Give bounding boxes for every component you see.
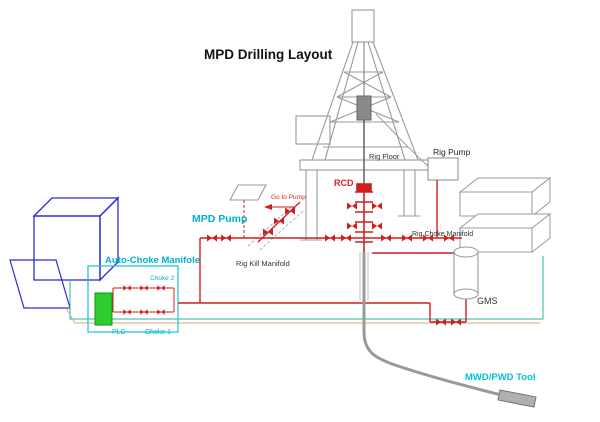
valve-icon	[372, 222, 382, 230]
mwd-tool-body	[497, 389, 537, 408]
valve-icon	[221, 234, 231, 242]
valve-icon	[436, 318, 446, 326]
valve-icon	[325, 234, 335, 242]
valve-icon	[451, 318, 461, 326]
valve-icon	[263, 228, 273, 236]
derrick-structure	[295, 9, 431, 241]
valve-icon	[274, 217, 284, 225]
rig-choke-manifold-label: Rig Choke Manifold	[412, 231, 474, 238]
left-data-panel	[9, 259, 71, 309]
left-equipment-box	[32, 196, 120, 282]
plc-unit	[94, 292, 113, 326]
control-line-teal	[69, 256, 544, 320]
valve-icon	[207, 234, 217, 242]
plc-label: PLC	[112, 329, 126, 336]
wellhead-stack	[355, 183, 373, 252]
standpipe-line	[375, 113, 429, 167]
valve-icon	[140, 309, 148, 315]
drillstring-curve	[359, 252, 537, 408]
kill-manifold-ramp	[247, 205, 305, 251]
gms-label: GMS	[477, 296, 498, 306]
auto-choke-manifold-label: Auto-Choke Manifole	[105, 255, 200, 266]
valve-icon	[381, 234, 391, 242]
rig-pump-label: Rig Pump	[433, 147, 471, 157]
mwd-pwd-tool-label: MWD/PWD Tool	[465, 372, 536, 383]
valve-icon	[372, 202, 382, 210]
rig-pump-box	[427, 157, 459, 181]
valve-icon	[285, 207, 295, 215]
mpd-pump-panel	[229, 184, 267, 201]
valve-icon	[123, 309, 131, 315]
gms-separator-vessel	[453, 246, 479, 300]
traveling-block	[356, 42, 372, 184]
valve-icon	[157, 309, 165, 315]
control-line-tan	[65, 307, 540, 324]
go-to-pump-label: Go to Pump	[271, 194, 306, 201]
valve-icon	[347, 222, 357, 230]
choke-2-label: Choke 2	[150, 275, 175, 282]
rcd-label: RCD	[334, 178, 354, 188]
auto-choke-manifold-box	[87, 265, 179, 333]
valve-icon	[402, 234, 412, 242]
diagram-title: MPD Drilling Layout	[204, 47, 333, 62]
valve-icon	[140, 285, 148, 291]
choke-1-label: Choke 1	[145, 329, 172, 336]
rig-kill-manifold-label: Rig Kill Manifold	[236, 259, 290, 268]
rig-floor-label: Rig Floor	[369, 152, 400, 161]
mud-tanks	[458, 176, 552, 254]
valve-icon	[341, 234, 351, 242]
valve-icon	[157, 285, 165, 291]
mpd-pump-label: MPD Pump	[192, 213, 248, 225]
valve-icon	[347, 202, 357, 210]
valve-icon	[123, 285, 131, 291]
